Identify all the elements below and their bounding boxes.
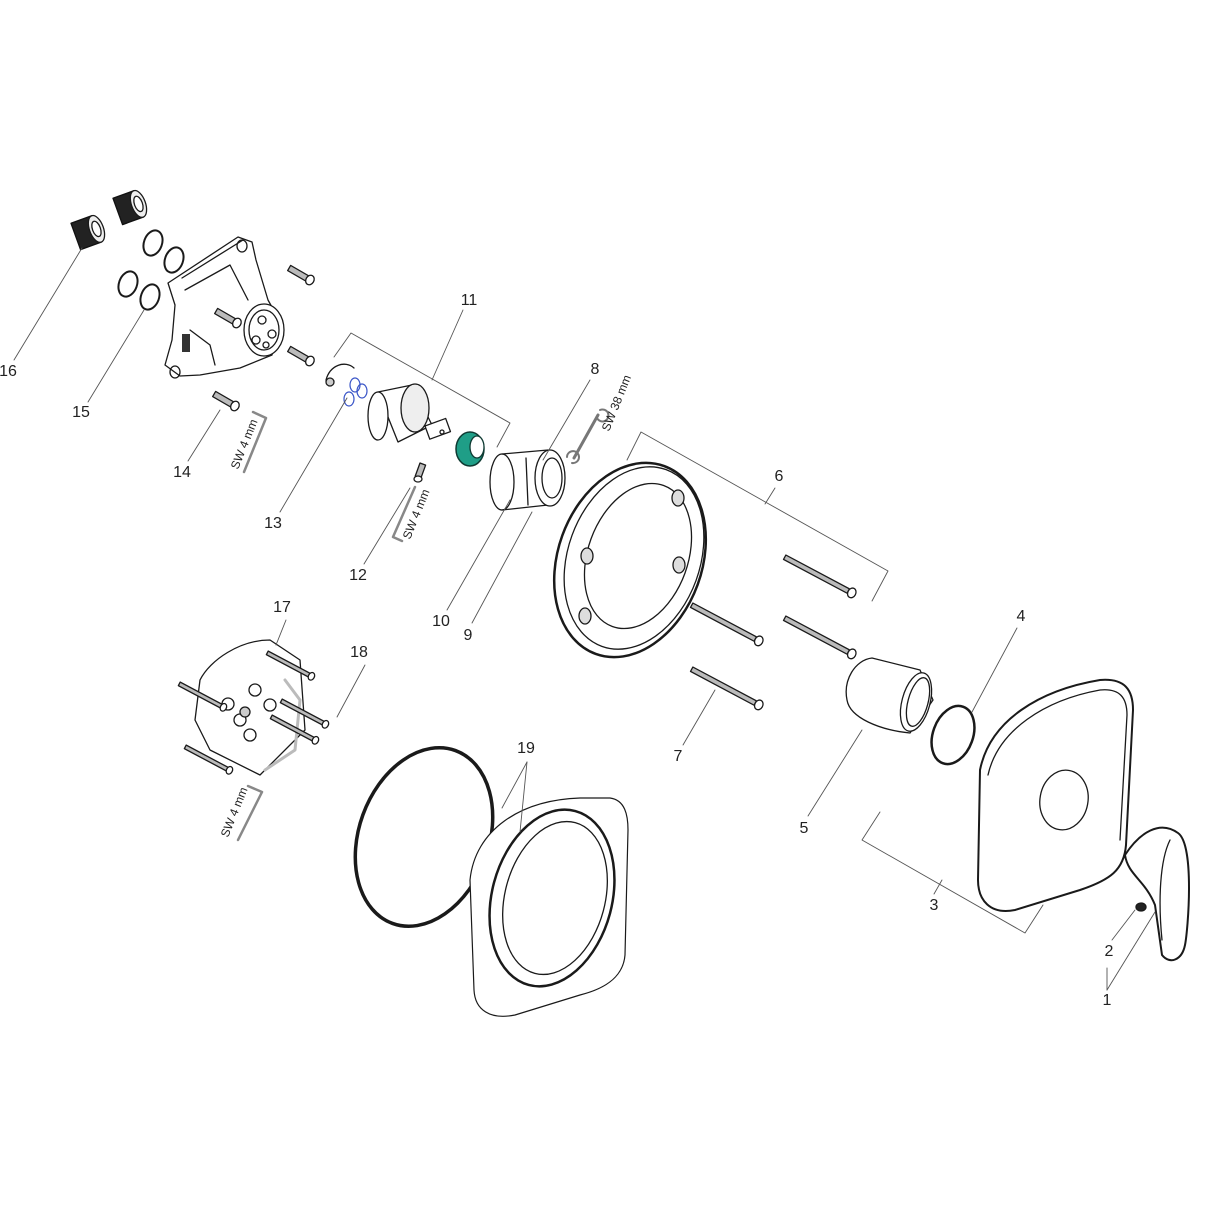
handle-part-1: [1124, 826, 1190, 962]
wrench-icon: [566, 408, 610, 465]
callout-part-18: 18: [350, 644, 368, 661]
bracket-6: [626, 431, 889, 602]
screw-part-12: [413, 462, 427, 483]
callout-part-13: 13: [264, 515, 282, 532]
callout-part-5: 5: [799, 820, 809, 837]
frame-part-19: [469, 797, 629, 1017]
o-rings-part-13: [343, 377, 368, 407]
sleeve-part-9: [489, 449, 566, 511]
bracket-3: [861, 811, 1044, 934]
threaded-nipple-part-16: [70, 189, 148, 251]
callout-part-14: 14: [173, 464, 191, 481]
callout-part-11: 11: [460, 292, 478, 309]
callout-part-17: 17: [273, 599, 291, 616]
callout-part-16: 16: [0, 363, 17, 380]
o-rings-part-15: [117, 229, 185, 311]
hex-key-icon: [242, 410, 268, 474]
hex-key-icon: [236, 784, 264, 842]
bracket-11: [333, 332, 511, 448]
screws-valve-body: [211, 264, 315, 412]
callout-part-7: 7: [673, 748, 683, 765]
nut-highlighted: [455, 431, 485, 467]
hex-key-icon: [391, 485, 417, 543]
callout-part-8: 8: [590, 361, 600, 378]
tool-label-wrench-8: SW 38 mm: [599, 373, 634, 433]
callout-part-6: 6: [774, 468, 784, 485]
cover-plate-part-3: [977, 678, 1134, 912]
grub-screw-part-2: [1135, 902, 1147, 912]
valve-body: [164, 236, 285, 379]
leader-lines: [13, 247, 1156, 991]
clip-part: [325, 363, 355, 387]
tool-label-hex-key-17: SW 4 mm: [218, 785, 251, 839]
callout-part-1: 1: [1102, 992, 1112, 1009]
callout-part-2: 2: [1104, 943, 1114, 960]
install-template-part-17: [194, 639, 306, 776]
sleeve-cover-part-5: [845, 657, 934, 734]
callout-part-10: 10: [432, 613, 450, 630]
callout-part-15: 15: [72, 404, 90, 421]
callout-part-9: 9: [463, 627, 473, 644]
callout-part-12: 12: [349, 567, 367, 584]
callout-part-19: 19: [517, 740, 535, 757]
callout-part-3: 3: [929, 897, 939, 914]
tool-label-hex-key-12: SW 4 mm: [400, 487, 433, 541]
callout-part-4: 4: [1016, 608, 1026, 625]
screw-part-14: [211, 390, 240, 412]
o-ring-part-4: [930, 704, 976, 766]
mounting-ring-part-6: [552, 461, 708, 659]
cartridge-part-11: [367, 383, 452, 443]
template-screws-part-18: [177, 650, 330, 775]
long-screws: [689, 554, 857, 711]
